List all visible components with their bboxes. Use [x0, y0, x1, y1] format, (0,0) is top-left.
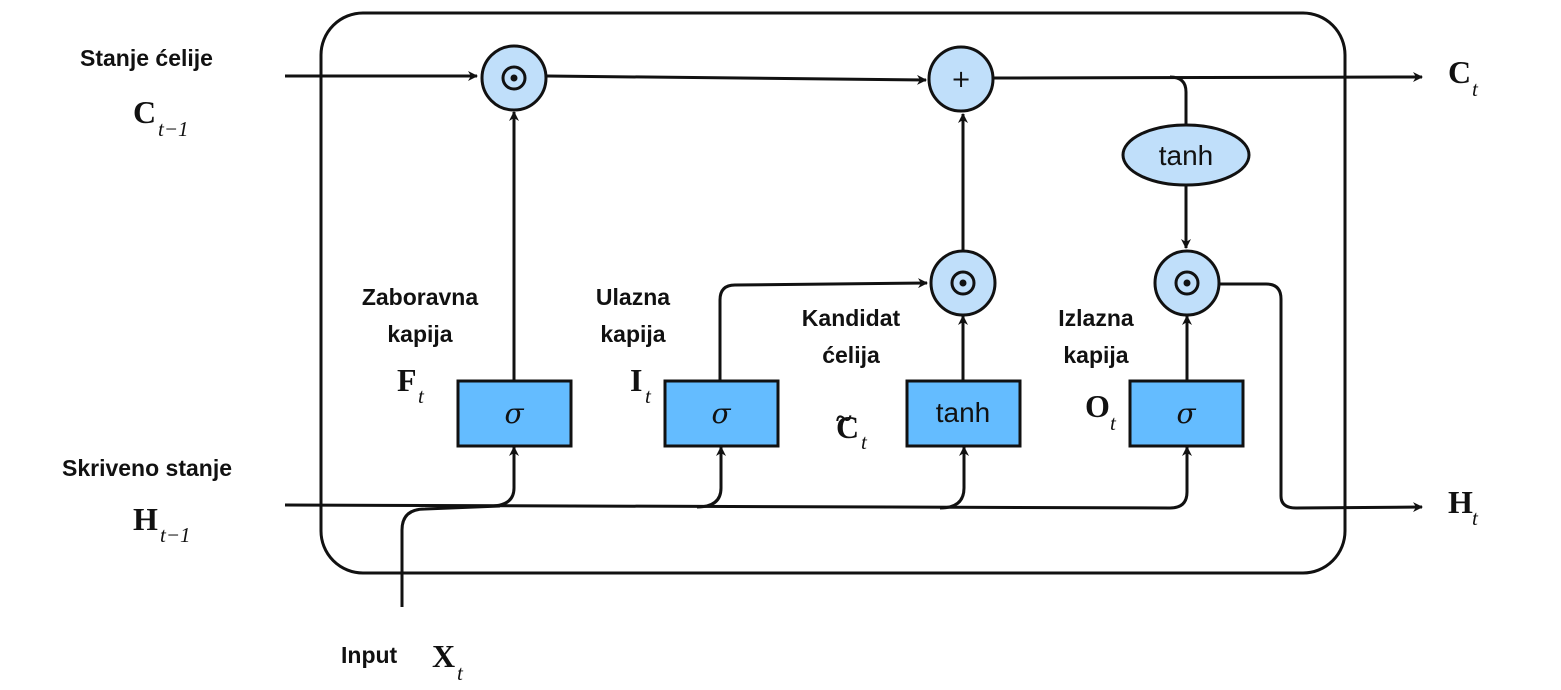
bus-to-candidate [939, 446, 969, 510]
var-f-t: F t [397, 362, 425, 408]
svg-text:O: O [1085, 388, 1110, 424]
cell-tanh-label: tanh [1159, 140, 1214, 171]
svg-text:t: t [645, 384, 652, 408]
svg-text:C: C [836, 409, 859, 445]
svg-text:t−1: t−1 [160, 523, 191, 547]
svg-text:H: H [133, 501, 158, 537]
candidate-gate-box: tanh [905, 379, 1022, 448]
input-wire [400, 504, 501, 607]
output-gate-box: σ [1128, 379, 1245, 448]
cell-state-out-wire [993, 72, 1423, 83]
input-label: Input [341, 642, 398, 668]
var-h-prev: H t−1 [133, 501, 191, 547]
var-i-t: I t [630, 362, 652, 408]
forget-gate-box: σ [456, 379, 573, 448]
hidden-out-wire [1220, 282, 1423, 513]
output-gate-sigma: σ [1176, 397, 1196, 430]
svg-text:C: C [133, 94, 156, 130]
svg-text:H: H [1448, 484, 1473, 520]
svg-text:t: t [418, 384, 425, 408]
bus-to-forget [489, 446, 519, 508]
forget-gate-label-1: Zaboravna [362, 284, 479, 310]
lstm-cell-border [319, 11, 1347, 575]
cell-state-label: Stanje ćelije [80, 45, 213, 71]
output-gate-label-2: kapija [1063, 342, 1128, 368]
var-c-prev: C t−1 [133, 94, 189, 141]
input-gate-sigma: σ [711, 397, 731, 430]
candidate-label-2: ćelija [822, 342, 880, 368]
svg-text:t: t [1110, 411, 1117, 435]
svg-text:X: X [432, 638, 455, 674]
svg-text:t: t [1472, 77, 1479, 101]
forget-gate-sigma: σ [504, 397, 524, 430]
svg-text:C: C [1448, 54, 1471, 90]
var-c-tilde: ~ C t [836, 402, 868, 454]
cell-to-tanh-wire [1169, 75, 1188, 126]
output-multiply-node [1153, 249, 1221, 317]
svg-text:t: t [861, 430, 868, 454]
forget-multiply-node [480, 44, 548, 112]
cell-tanh-node: tanh [1121, 123, 1251, 187]
svg-text:I: I [630, 362, 642, 398]
input-gate-box: σ [663, 379, 780, 448]
bus-to-input [696, 446, 726, 509]
svg-text:t: t [1472, 506, 1479, 530]
svg-text:t−1: t−1 [158, 117, 189, 141]
candidate-label-1: Kandidat [802, 305, 901, 331]
add-node: + [927, 45, 995, 113]
var-o-t: O t [1085, 388, 1117, 435]
var-x-t: X t [432, 638, 464, 685]
var-h-t: H t [1448, 484, 1479, 530]
forget-gate-label-2: kapija [387, 321, 452, 347]
input-gate-wire [718, 278, 928, 380]
candidate-multiply-node [929, 249, 997, 317]
hidden-state-label: Skriveno stanje [62, 455, 232, 481]
svg-text:~: ~ [836, 402, 852, 435]
add-symbol: + [951, 65, 971, 93]
mul-to-add-wire [546, 74, 927, 85]
candidate-gate-tanh: tanh [936, 397, 991, 428]
hidden-state-bus [284, 446, 1192, 510]
input-gate-label-1: Ulazna [596, 284, 670, 310]
output-gate-label-1: Izlazna [1058, 305, 1134, 331]
var-c-t: C t [1448, 54, 1479, 101]
svg-text:F: F [397, 362, 417, 398]
svg-text:t: t [457, 661, 464, 685]
input-gate-label-2: kapija [600, 321, 665, 347]
